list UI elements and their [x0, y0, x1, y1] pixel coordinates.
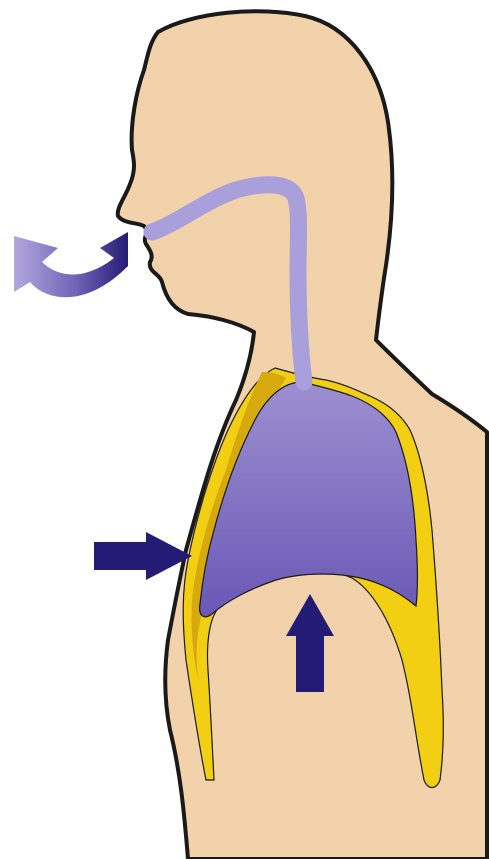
arrow-right-icon	[94, 532, 192, 580]
exhale-arrow-icon	[14, 232, 128, 297]
